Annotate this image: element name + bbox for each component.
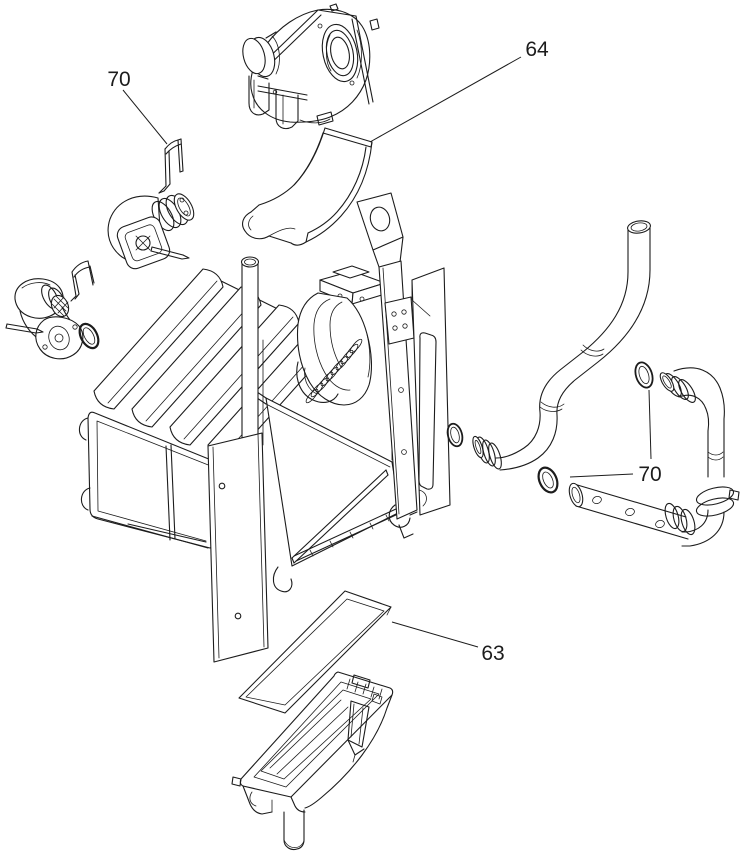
front-bracket-panel (207, 432, 269, 663)
leader-70-right-up (648, 389, 652, 460)
leader-70-right-left (569, 473, 634, 478)
water-pipe-right (659, 367, 740, 547)
o-ring-middle (446, 422, 464, 448)
heat-exchanger-left-face (78, 411, 233, 549)
side-bracket-strap (291, 192, 418, 564)
water-pipe-upper (472, 220, 651, 471)
pan-funnel (347, 700, 370, 763)
burner-coil (305, 338, 363, 404)
strap-hook (388, 504, 411, 528)
panel-slot (418, 332, 437, 490)
air-duct-cover-64 (242, 127, 373, 246)
flange-pin (151, 246, 184, 256)
callout-64: 64 (525, 38, 549, 61)
elbow-fitting-upper (107, 193, 195, 270)
drain-spout (283, 809, 305, 851)
leader-64 (369, 56, 522, 143)
side-panel-slotted (411, 267, 451, 516)
blower-mount-tab (369, 18, 380, 31)
manifold-pipe (568, 482, 696, 540)
riser-pipe (240, 256, 264, 447)
pan-tab (351, 674, 371, 689)
heat-exchanger-block (78, 256, 407, 663)
o-ring-lower-right (537, 466, 559, 494)
o-ring-upper-right (634, 361, 654, 389)
leader-70-top-left (122, 89, 168, 145)
spring-clip (70, 260, 95, 302)
burner-channel (296, 265, 407, 406)
diagonal-rod (291, 469, 387, 559)
blower-assembly (242, 3, 380, 130)
o-ring-left (78, 322, 100, 350)
condensate-pan (231, 671, 394, 851)
leader-63 (391, 621, 479, 648)
cover-plate-63 (238, 590, 392, 714)
elbow-lower-flange (35, 316, 84, 360)
bracket-ring-hole (369, 206, 391, 232)
callouts: 70 64 70 63 (107, 38, 661, 665)
callout-70-right: 70 (638, 463, 661, 486)
retaining-clip-70 (158, 138, 184, 194)
pipe-clamp (695, 486, 735, 506)
callout-70-top-left: 70 (107, 68, 130, 91)
lock-pin (6, 323, 38, 330)
panel-curl-bracket (272, 566, 293, 593)
elbow-fitting-lower (5, 260, 100, 360)
bolt-plate (384, 296, 415, 345)
callout-63: 63 (481, 642, 504, 665)
